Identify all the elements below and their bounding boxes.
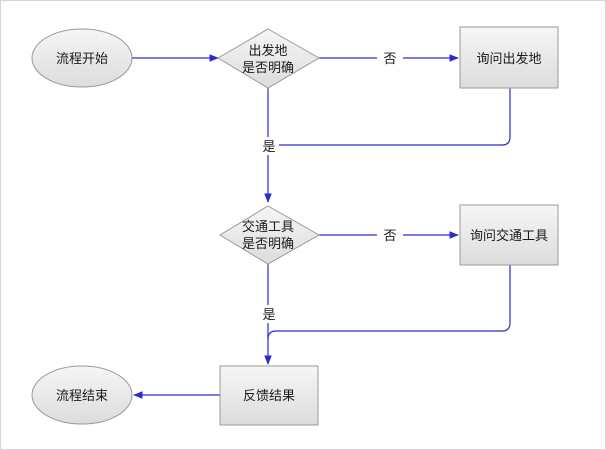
- edge-ask-transport-return: [267, 265, 511, 340]
- departure-decision-label-line1: 出发地: [248, 43, 287, 59]
- ask-departure-node: [459, 26, 559, 89]
- feedback-label: 反馈结果: [243, 389, 295, 404]
- start-node-label: 流程开始: [56, 52, 108, 67]
- end-node: [31, 365, 133, 425]
- edge-label-bg: [259, 305, 279, 323]
- ask-transport-node: [459, 204, 559, 266]
- ask-departure-label: 询问出发地: [476, 51, 541, 67]
- edge-label-bg: [259, 137, 279, 155]
- transport-decision-label-line1: 交通工具: [242, 219, 294, 235]
- ask-transport-label: 询问交通工具: [470, 228, 548, 244]
- feedback-node: [219, 365, 319, 426]
- edge-label-departure-no: 否: [383, 52, 396, 67]
- edge-label-transport-no: 否: [383, 229, 396, 244]
- transport-decision-node: [219, 205, 321, 265]
- start-node: [31, 28, 133, 88]
- transport-decision-label-line2: 是否明确: [242, 237, 294, 252]
- edge-label-bg: [377, 226, 403, 244]
- edge-ask-departure-return: [268, 88, 511, 146]
- edge-label-departure-yes: 是: [262, 140, 275, 155]
- edge-label-bg: [377, 49, 403, 67]
- edge-label-transport-yes: 是: [262, 308, 275, 323]
- departure-decision-label-line2: 是否明确: [242, 61, 294, 76]
- departure-decision-node: [217, 28, 320, 89]
- end-node-label: 流程结束: [56, 389, 108, 404]
